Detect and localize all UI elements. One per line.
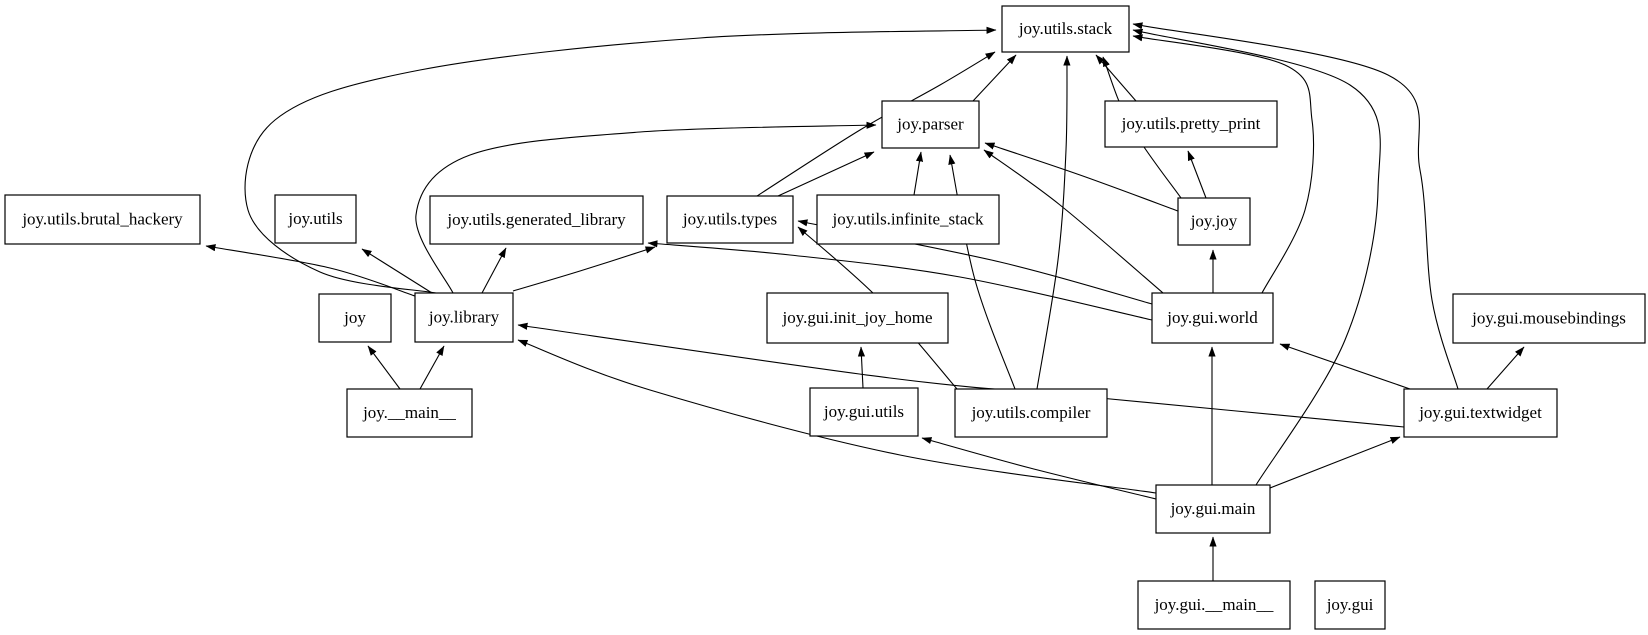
graph-node-brutal_hackery: joy.utils.brutal_hackery [4,194,201,245]
graph-edge-library-to-generated_library [481,247,507,294]
node-label-textwidget: joy.gui.textwidget [1418,403,1542,422]
graph-edge-gui_main-to-gui_utils [921,437,1157,500]
node-label-joyjoy: joy.joy [1190,211,1238,230]
node-label-stack: joy.utils.stack [1018,19,1113,38]
nodes-layer: joy.utils.stack joy.parser joy.utils.prett… [4,5,1646,630]
graph-edge-joy_main-to-library [419,345,445,390]
graph-node-compiler: joy.utils.compiler [954,388,1108,438]
node-box-types [666,195,794,244]
node-label-gui_main_main: joy.gui.__main__ [1154,595,1274,614]
graph-edge-library-to-stack [244,26,997,294]
node-box-world [1151,292,1274,344]
graph-edge-joyjoy-to-parser [984,142,1179,212]
graph-node-gui_main: joy.gui.main [1155,484,1271,534]
graph-edge-library-to-parser [415,121,877,294]
node-box-mousebindings [1452,293,1646,344]
graph-edge-textwidget-to-stack [1132,22,1459,390]
graph-node-mousebindings: joy.gui.mousebindings [1452,293,1646,344]
graph-node-gui: joy.gui [1314,580,1386,630]
graph-edge-gui_main-to-stack [1132,28,1381,486]
node-label-library: joy.library [428,307,500,326]
graph-edge-textwidget-to-mousebindings [1486,346,1525,390]
node-label-gui_utils: joy.gui.utils [823,402,904,421]
graph-node-init_joy_home: joy.gui.init_joy_home [766,292,949,344]
graph-node-joy_main: joy.__main__ [346,388,473,438]
node-label-mousebindings: joy.gui.mousebindings [1471,308,1626,327]
graph-node-library: joy.library [414,292,514,343]
graph-edge-library-to-brutal_hackery [205,244,416,297]
node-box-gui_main [1155,484,1271,534]
node-box-stack [1001,5,1130,53]
node-label-joy_main: joy.__main__ [362,403,456,422]
graph-node-types: joy.utils.types [666,195,794,244]
graph-edge-library-to-utils [361,248,433,294]
node-box-gui_main_main [1137,580,1291,630]
node-label-world: joy.gui.world [1166,308,1258,327]
graph-edge-world-to-generated_library [647,240,1153,321]
node-label-compiler: joy.utils.compiler [971,403,1091,422]
node-box-gui_utils [809,387,919,437]
graph-edge-gui_main-to-textwidget [1269,436,1401,489]
node-label-utils: joy.utils [287,209,342,228]
graph-node-world: joy.gui.world [1151,292,1274,344]
node-box-joyjoy [1177,197,1251,246]
node-box-gui [1314,580,1386,630]
graph-edge-pretty_print-to-stack [1095,54,1137,102]
graph-node-stack: joy.utils.stack [1001,5,1130,53]
node-box-utils [274,194,357,244]
node-box-init_joy_home [766,292,949,344]
node-box-library [414,292,514,343]
node-box-generated_library [429,195,644,245]
graph-edge-parser-to-stack [972,54,1017,102]
node-label-brutal_hackery: joy.utils.brutal_hackery [21,209,183,228]
node-box-joy [318,293,392,343]
graph-edge-compiler-to-stack [1036,55,1071,390]
graph-edge-library-to-types [512,246,656,292]
graph-node-textwidget: joy.gui.textwidget [1403,388,1558,438]
graph-node-gui_utils: joy.gui.utils [809,387,919,437]
node-label-gui_main: joy.gui.main [1170,499,1256,518]
graph-node-infinite_stack: joy.utils.infinite_stack [816,194,1000,245]
graph-edge-world-to-parser [983,149,1164,294]
node-box-textwidget [1403,388,1558,438]
graph-node-utils: joy.utils [274,194,357,244]
node-label-infinite_stack: joy.utils.infinite_stack [832,209,984,228]
node-box-parser [881,100,980,149]
node-box-pretty_print [1104,100,1278,148]
node-label-pretty_print: joy.utils.pretty_print [1121,114,1261,133]
node-label-gui: joy.gui [1326,595,1374,614]
graph-node-pretty_print: joy.utils.pretty_print [1104,100,1278,148]
graph-edge-gui_main-to-library [517,339,1157,494]
node-label-init_joy_home: joy.gui.init_joy_home [781,308,932,327]
graph-edge-textwidget-to-world [1279,343,1411,390]
graph-edge-types-to-parser [777,151,875,197]
graph-edge-joy_main-to-joy [367,345,401,390]
graph-edge-compiler-to-parser [948,154,1016,390]
node-box-compiler [954,388,1108,438]
node-label-joy: joy [343,308,366,327]
graph-edge-infinite_stack-to-parser [913,151,924,196]
node-box-infinite_stack [816,194,1000,245]
graph-edge-joyjoy-to-pretty_print [1187,150,1207,199]
graph-node-generated_library: joy.utils.generated_library [429,195,644,245]
graph-node-parser: joy.parser [881,100,980,149]
node-label-parser: joy.parser [896,114,964,133]
node-label-types: joy.utils.types [682,209,777,228]
graph-node-gui_main_main: joy.gui.__main__ [1137,580,1291,630]
graph-edge-world-to-stack [1132,34,1315,294]
node-label-generated_library: joy.utils.generated_library [446,210,626,229]
node-box-brutal_hackery [4,194,201,245]
node-box-joy_main [346,388,473,438]
graph-edge-gui_utils-to-init_joy_home [857,346,866,389]
graph-node-joyjoy: joy.joy [1177,197,1251,246]
graph-node-joy: joy [318,293,392,343]
